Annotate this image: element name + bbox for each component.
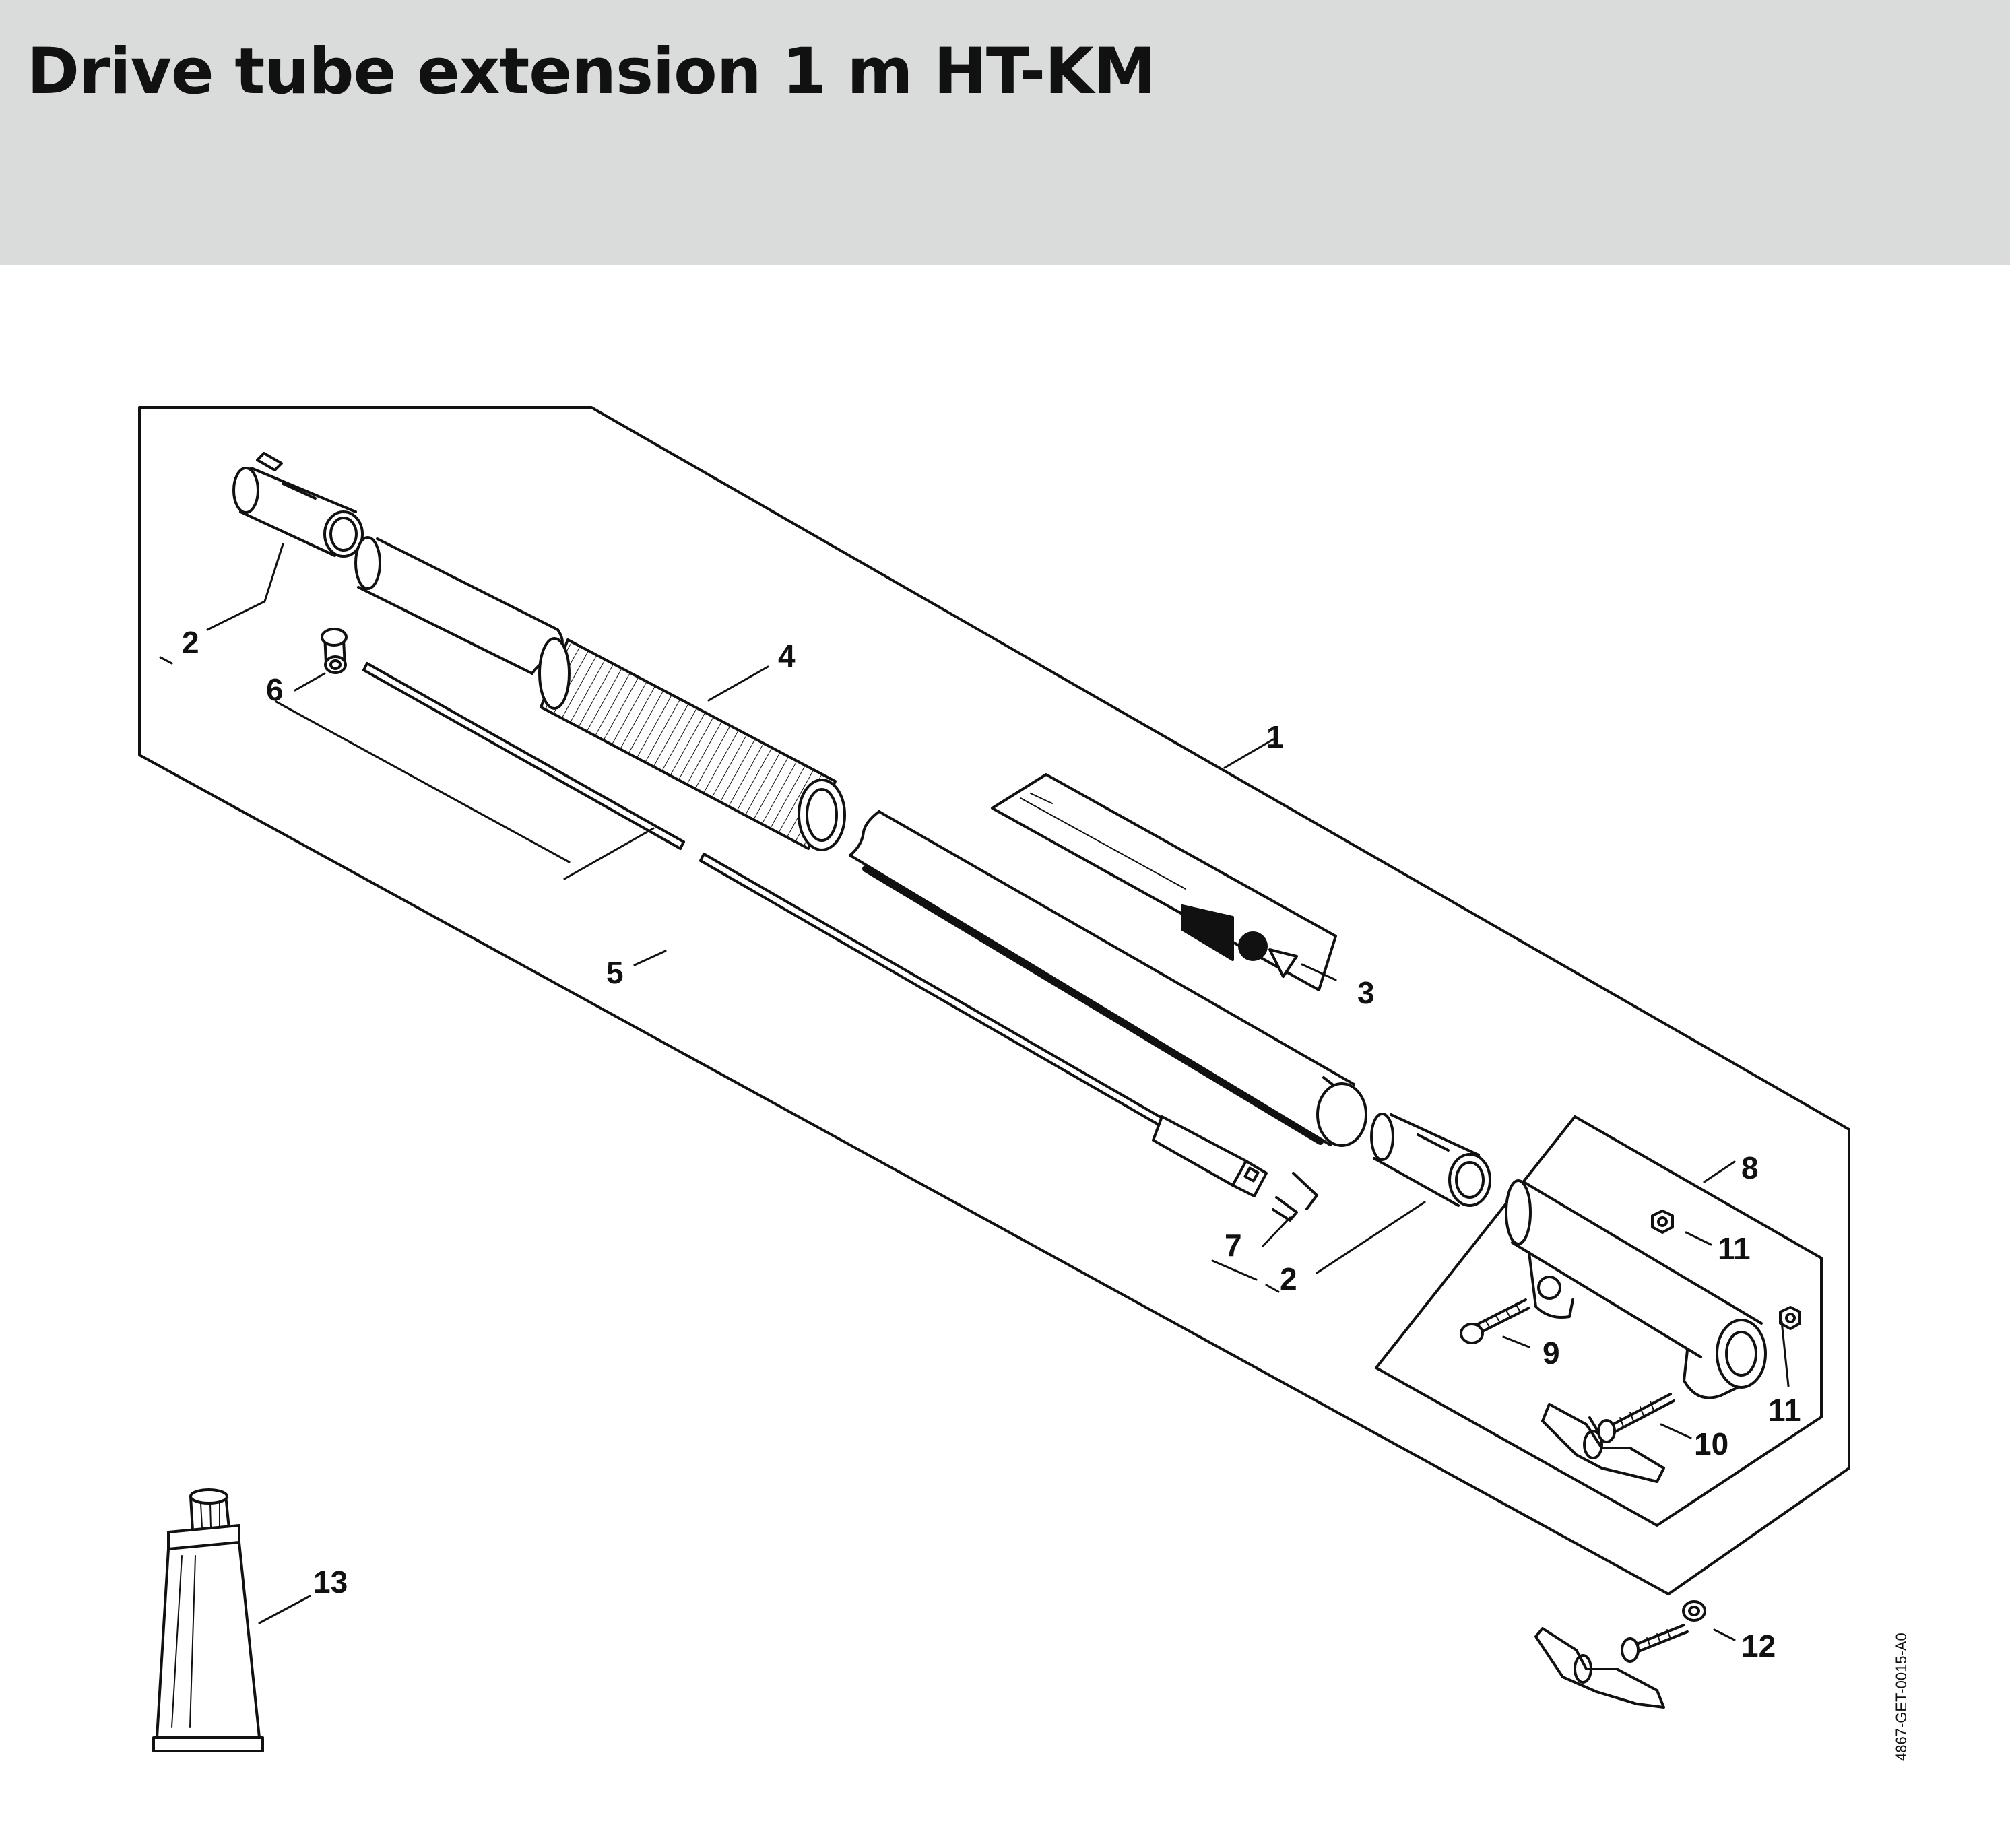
callout-3: 3 xyxy=(1357,975,1375,1010)
mounting-bracket xyxy=(1505,1179,1767,1399)
callout-1: 1 xyxy=(1266,719,1284,754)
drive-shaft xyxy=(362,662,1268,1197)
coupler-sleeve-bottom xyxy=(1370,1113,1491,1207)
coupler-sleeve-top xyxy=(232,452,364,558)
page-title: Drive tube extension 1 m HT-KM xyxy=(27,35,1157,108)
bracket-group-frame xyxy=(1375,1115,1823,1527)
callout-4: 4 xyxy=(778,638,796,673)
nut-upper xyxy=(1651,1210,1674,1234)
callout-6: 6 xyxy=(266,672,284,707)
wing-screw xyxy=(1541,1393,1675,1483)
assembly-frame xyxy=(138,406,1850,1595)
wing-screw-with-washer xyxy=(1534,1600,1706,1709)
document-reference: 4867-GET-0015-A0 xyxy=(1893,1632,1910,1761)
header-band: Drive tube extension 1 m HT-KM xyxy=(0,0,2010,265)
spring-clip xyxy=(1272,1172,1318,1222)
grease-tube xyxy=(152,1488,264,1752)
callout-11b: 11 xyxy=(1768,1393,1801,1428)
grip-hose xyxy=(538,637,846,851)
callout-13: 13 xyxy=(313,1564,348,1599)
drive-tube-upper xyxy=(354,536,564,675)
callout-8: 8 xyxy=(1741,1150,1759,1185)
screw xyxy=(1460,1298,1530,1344)
callout-labels: 1 2 2 3 4 5 6 7 8 9 10 11 11 12 13 4867-… xyxy=(182,625,1910,1761)
callout-9: 9 xyxy=(1543,1335,1560,1371)
instruction-label xyxy=(991,773,1337,991)
callout-7: 7 xyxy=(1225,1228,1242,1263)
callout-10: 10 xyxy=(1694,1426,1728,1461)
callout-11a: 11 xyxy=(1718,1231,1751,1266)
callout-5: 5 xyxy=(606,955,624,990)
callout-12: 12 xyxy=(1741,1628,1776,1663)
callout-2a: 2 xyxy=(182,625,199,660)
leader-lines xyxy=(159,543,1790,1641)
nut-right xyxy=(1779,1306,1801,1330)
bushing xyxy=(321,628,348,674)
drive-tube-main xyxy=(849,810,1367,1147)
callout-2b: 2 xyxy=(1280,1261,1297,1296)
